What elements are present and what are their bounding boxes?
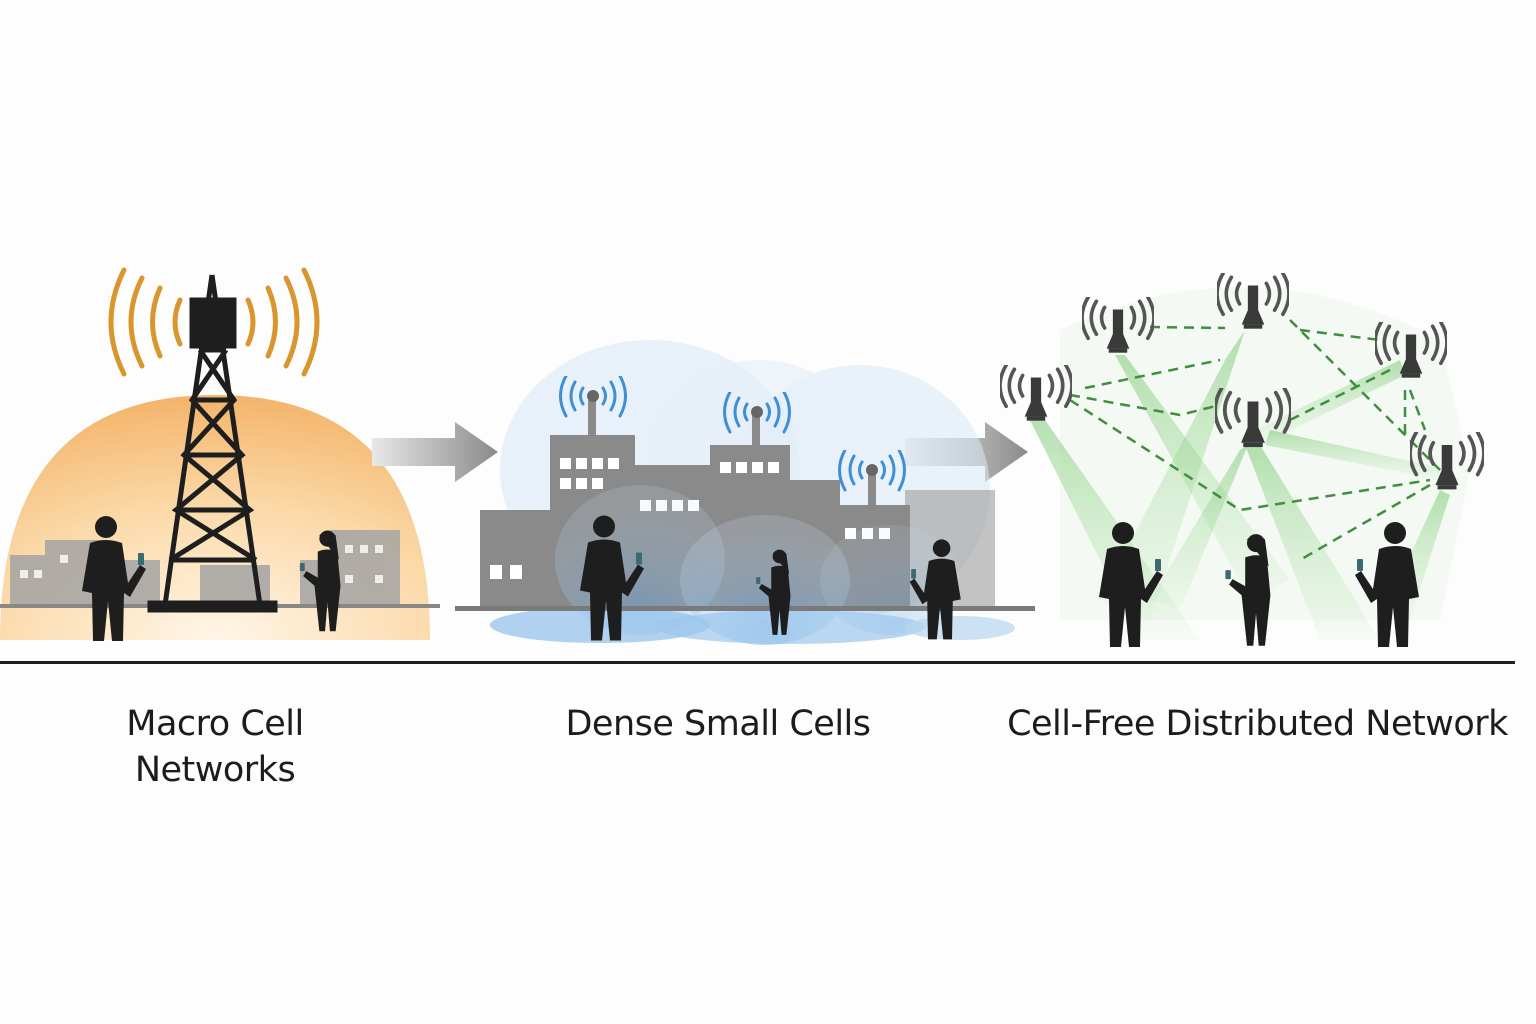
dense-small-cells-panel bbox=[455, 340, 1035, 645]
macro-cell-label-line1: Macro Cell bbox=[126, 704, 304, 744]
macro-cell-panel bbox=[0, 267, 440, 641]
cell-free-network-label: Cell-Free Distributed Network bbox=[1007, 704, 1508, 744]
arrow-right-icon bbox=[372, 422, 498, 482]
cell-free-panel bbox=[1000, 273, 1484, 647]
cell-tower-icon bbox=[147, 274, 278, 613]
macro-cell-label-line2: Networks bbox=[134, 750, 296, 790]
macro-cell-label: Macro Cell Networks bbox=[60, 701, 370, 793]
ground-line bbox=[0, 661, 1515, 664]
dense-small-cells-label: Dense Small Cells bbox=[565, 704, 871, 744]
signal-waves-icon bbox=[108, 267, 320, 377]
fronthaul-links bbox=[1069, 319, 1441, 562]
